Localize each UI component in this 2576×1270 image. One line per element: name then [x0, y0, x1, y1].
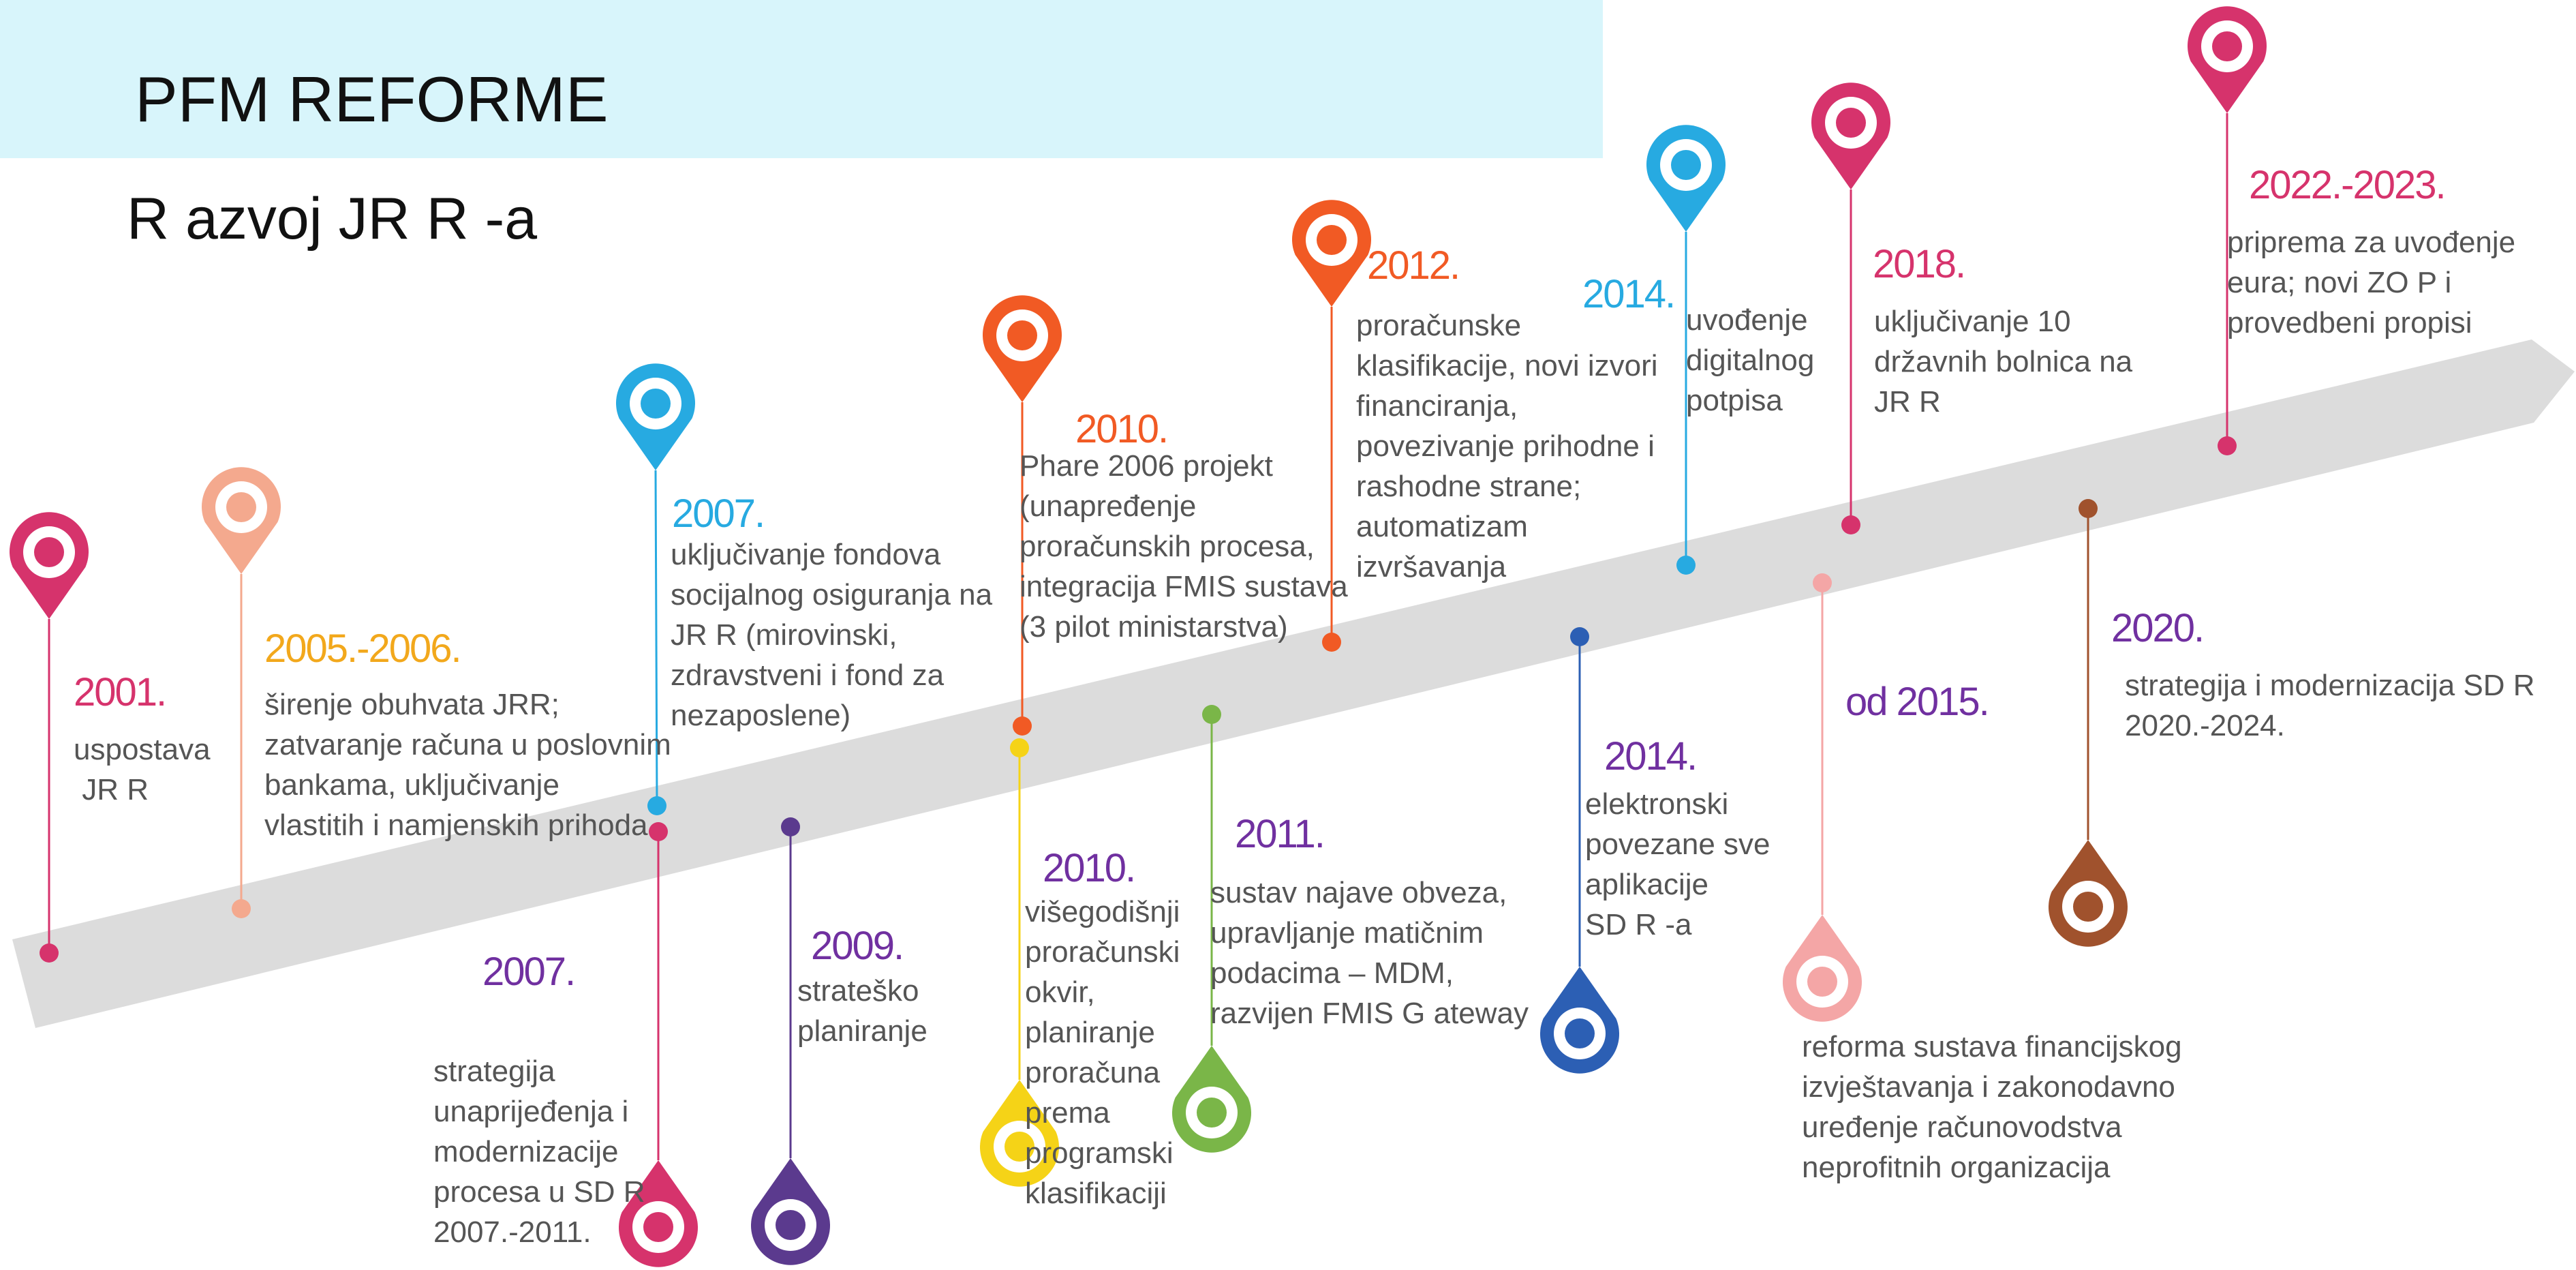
marker-2014a: [1540, 627, 1619, 1074]
event-year: 2012.: [1367, 243, 1460, 288]
event-year: 2014.: [1604, 734, 1698, 778]
marker-2010a: [982, 295, 1062, 736]
marker-dot: [40, 943, 59, 963]
timeline-arrow: [12, 339, 2575, 1028]
pin-center: [1197, 1098, 1227, 1128]
pin-center: [643, 1212, 673, 1242]
pin-center: [226, 492, 256, 522]
marker-2010b: [979, 738, 1059, 1187]
pin-center: [1671, 150, 1701, 180]
marker-2022: [2188, 6, 2267, 455]
page-subtitle: R azvoj JR R -a: [127, 186, 538, 252]
pin-center: [1807, 967, 1837, 997]
event-year: 2001.: [74, 670, 167, 714]
marker-dot: [1010, 738, 1029, 757]
marker-2011: [1172, 705, 1251, 1153]
page-title: PFM REFORME: [135, 63, 609, 135]
marker-dot: [2079, 499, 2098, 518]
marker-dot: [1202, 705, 1221, 724]
pin-center: [1317, 225, 1347, 255]
marker-2014b: [1646, 125, 1726, 575]
marker-dot: [2218, 436, 2237, 455]
pin-center: [34, 537, 64, 567]
header-band: [0, 0, 1603, 158]
event-description: širenje obuhvata JRR;zatvaranje računa u…: [264, 688, 671, 842]
event-year: 2018.: [1873, 242, 1966, 286]
pin-center: [1836, 108, 1866, 138]
event-year: 2009.: [811, 924, 904, 968]
marker-dot: [649, 822, 668, 841]
marker-dot: [1676, 556, 1696, 575]
event-year: 2022.-2023.: [2249, 163, 2447, 207]
marker-2020: [2049, 499, 2128, 947]
timeline-markers: [10, 6, 2267, 1267]
marker-2005: [202, 467, 281, 918]
pin-center: [641, 389, 671, 419]
event-year: 2014.: [1582, 272, 1676, 316]
marker-2009: [751, 817, 830, 1265]
event-year: 2005.-2006.: [264, 626, 462, 671]
marker-2018: [1811, 82, 1891, 534]
event-year: od 2015.: [1845, 680, 1990, 724]
marker-dot: [232, 899, 251, 918]
marker-dot: [1570, 627, 1589, 646]
event-year: 2010.: [1075, 407, 1169, 451]
marker-dot: [1813, 573, 1832, 592]
event-description: uspostava JR R: [74, 733, 211, 806]
pin-center: [2212, 31, 2242, 61]
event-year: 2007.: [672, 492, 765, 536]
event-year: 2007.: [482, 950, 576, 994]
pin-center: [2073, 892, 2103, 922]
pin-center: [776, 1210, 806, 1240]
marker-2007b: [618, 822, 698, 1267]
event-description: sustav najave obveza,upravljanje matični…: [1210, 876, 1529, 1030]
marker-dot: [1322, 633, 1341, 652]
event-year: 2010.: [1043, 846, 1136, 890]
marker-dot: [1841, 515, 1860, 534]
marker-stem: [654, 470, 658, 806]
marker-dot: [781, 817, 800, 836]
pin-center: [1007, 320, 1037, 350]
marker-2007a: [616, 363, 695, 815]
marker-2012: [1291, 200, 1372, 652]
pin-center: [1005, 1132, 1034, 1162]
marker-2001: [10, 512, 89, 963]
pin-center: [1565, 1018, 1595, 1048]
event-year: 2011.: [1235, 812, 1325, 856]
marker-dot: [1013, 716, 1032, 736]
marker-2015: [1783, 573, 1862, 1022]
event-year: 2020.: [2111, 606, 2205, 650]
marker-dot: [647, 796, 666, 815]
